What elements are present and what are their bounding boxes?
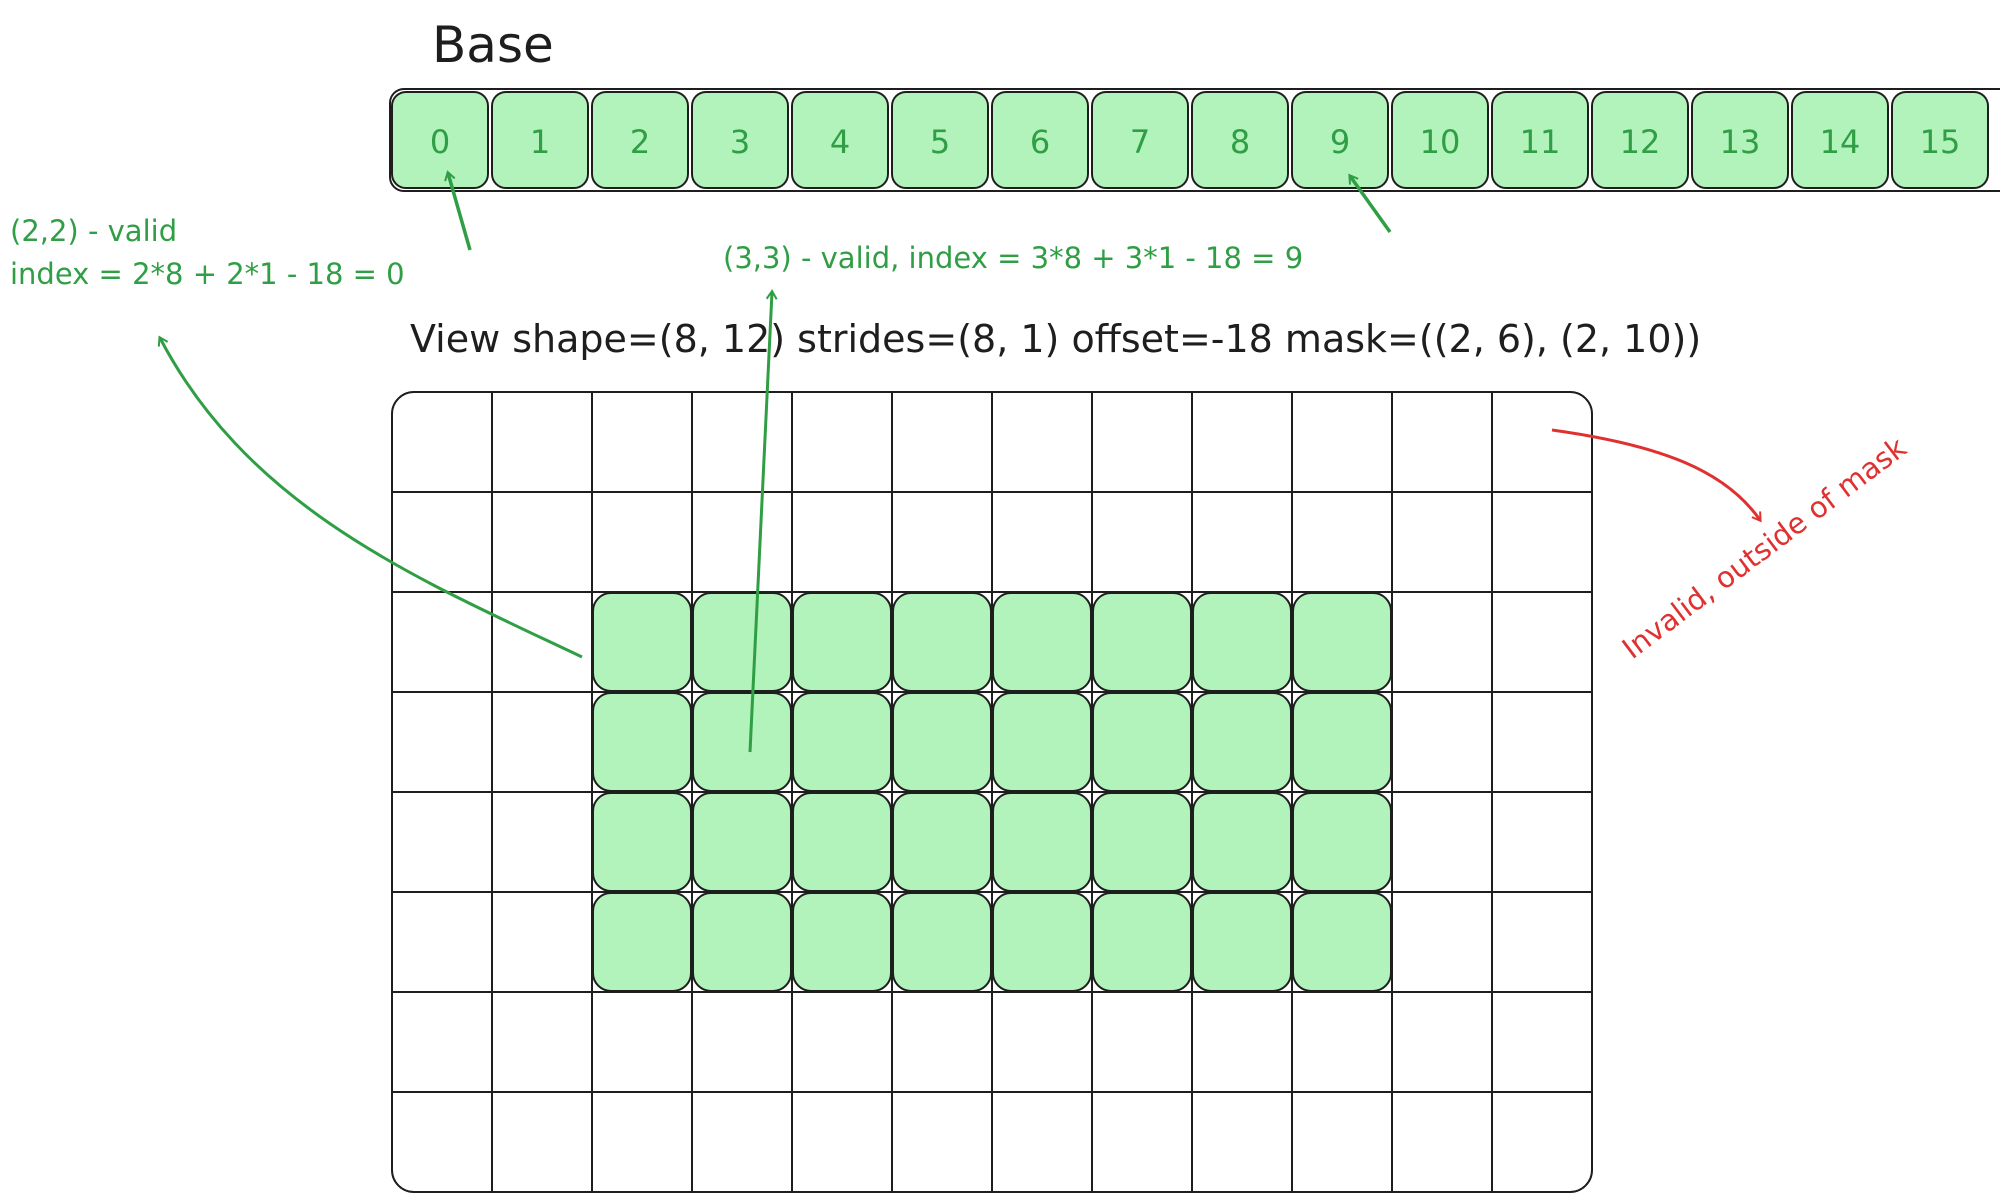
mask-cell-2-7 — [1092, 592, 1192, 692]
view-title: View shape=(8, 12) strides=(8, 1) offset… — [410, 317, 1701, 361]
arrow-label-to-base-9 — [1348, 173, 1392, 234]
mask-cell-5-9 — [1292, 892, 1392, 992]
base-cell-0 — [391, 91, 489, 189]
base-cell-label-11: 11 — [1520, 123, 1561, 161]
mask-cell-2-6 — [992, 592, 1092, 692]
arrow-2-2-to-base-0 — [444, 170, 472, 251]
mask-cell-5-6 — [992, 892, 1092, 992]
mask-cell-2-8 — [1192, 592, 1292, 692]
mask-cell-4-8 — [1192, 792, 1292, 892]
base-cell-12 — [1591, 91, 1689, 189]
base-cell-8 — [1191, 91, 1289, 189]
base-cell-13 — [1691, 91, 1789, 189]
base-cell-11 — [1491, 91, 1589, 189]
mask-cell-2-3 — [692, 592, 792, 692]
base-cell-7 — [1091, 91, 1189, 189]
mask-cell-4-2 — [592, 792, 692, 892]
mask-cell-3-4 — [792, 692, 892, 792]
base-cell-label-3: 3 — [730, 123, 750, 161]
mask-cell-3-5 — [892, 692, 992, 792]
base-title: Base — [432, 16, 554, 74]
mask-cell-3-2 — [592, 692, 692, 792]
mask-cell-4-7 — [1092, 792, 1192, 892]
mask-cell-4-9 — [1292, 792, 1392, 892]
mask-cell-3-3 — [692, 692, 792, 792]
base-cell-label-8: 8 — [1230, 123, 1250, 161]
base-cell-label-1: 1 — [530, 123, 550, 161]
mask-cell-3-7 — [1092, 692, 1192, 792]
mask-cell-2-2 — [592, 592, 692, 692]
base-cell-9 — [1291, 91, 1389, 189]
base-cell-label-14: 14 — [1820, 123, 1861, 161]
mask-cell-2-9 — [1292, 592, 1392, 692]
annotation-invalid: Invalid, outside of mask — [1616, 430, 1913, 666]
mask-cell-5-4 — [792, 892, 892, 992]
view-grid — [391, 391, 1593, 1193]
mask-cell-3-9 — [1292, 692, 1392, 792]
base-cell-label-15: 15 — [1920, 123, 1961, 161]
mask-cell-5-5 — [892, 892, 992, 992]
mask-cell-5-8 — [1192, 892, 1292, 992]
base-cell-1 — [491, 91, 589, 189]
base-cell-14 — [1791, 91, 1889, 189]
base-cell-5 — [891, 91, 989, 189]
arrow-invalid-to-grid — [1551, 428, 1762, 523]
arrow-cell-3-3-to-label — [748, 289, 778, 753]
mask-cell-4-5 — [892, 792, 992, 892]
base-array-container — [389, 88, 2000, 192]
annotation-valid-2-2-label: (2,2) - valid — [10, 214, 177, 248]
mask-cell-4-4 — [792, 792, 892, 892]
mask-cells — [592, 592, 1392, 992]
base-cell-label-6: 6 — [1030, 123, 1050, 161]
base-cell-label-0: 0 — [430, 123, 450, 161]
base-cell-label-2: 2 — [630, 123, 650, 161]
base-cell-2 — [591, 91, 689, 189]
arrow-cell-2-2-to-label — [157, 335, 583, 659]
mask-cell-3-8 — [1192, 692, 1292, 792]
base-cell-label-12: 12 — [1620, 123, 1661, 161]
mask-cell-5-2 — [592, 892, 692, 992]
base-cell-label-5: 5 — [930, 123, 950, 161]
base-cell-label-10: 10 — [1420, 123, 1461, 161]
mask-cell-4-6 — [992, 792, 1092, 892]
base-cell-4 — [791, 91, 889, 189]
mask-cell-5-3 — [692, 892, 792, 992]
base-cell-6 — [991, 91, 1089, 189]
annotation-valid-2-2-index: index = 2*8 + 2*1 - 18 = 0 — [10, 257, 405, 291]
mask-cell-2-5 — [892, 592, 992, 692]
base-cell-label-9: 9 — [1330, 123, 1350, 161]
mask-cell-5-7 — [1092, 892, 1192, 992]
base-cell-10 — [1391, 91, 1489, 189]
annotation-valid-3-3: (3,3) - valid, index = 3*8 + 3*1 - 18 = … — [723, 241, 1303, 275]
base-cell-15 — [1891, 91, 1989, 189]
base-cell-3 — [691, 91, 789, 189]
mask-cell-4-3 — [692, 792, 792, 892]
mask-cell-3-6 — [992, 692, 1092, 792]
base-cell-label-13: 13 — [1720, 123, 1761, 161]
base-cell-label-7: 7 — [1130, 123, 1150, 161]
base-cell-label-4: 4 — [830, 123, 850, 161]
mask-cell-2-4 — [792, 592, 892, 692]
